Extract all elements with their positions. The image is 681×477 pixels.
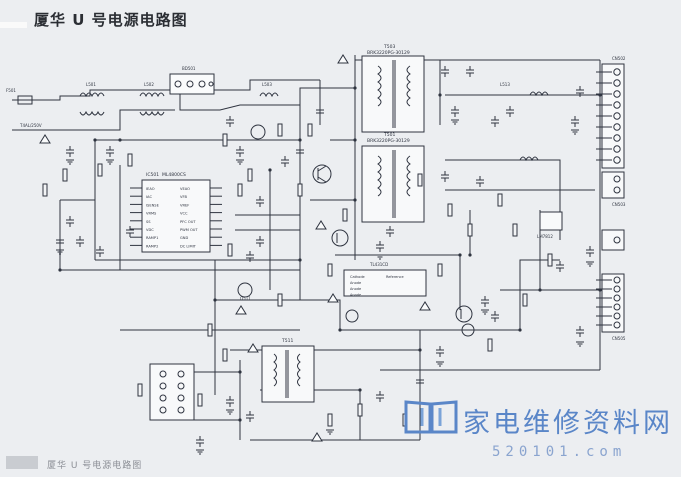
- svg-text:BD501: BD501: [182, 66, 196, 71]
- svg-text:L501: L501: [86, 82, 96, 87]
- page-tab: [0, 22, 27, 28]
- ic501-pin-label: PFC OUT: [180, 220, 196, 224]
- pfc-wire: [179, 87, 355, 111]
- ic501-pin-label: IEAO: [146, 187, 155, 191]
- tl431-pin-label: Cathode: [350, 275, 365, 279]
- svg-text:ML4800CS: ML4800CS: [162, 172, 186, 178]
- svg-text:T503: T503: [383, 44, 395, 50]
- transformer-t511: [261, 345, 315, 403]
- mains-input-wire: [12, 79, 320, 101]
- ic501-pin-label: VCC: [180, 212, 188, 216]
- tl431-pin-label: Anode: [350, 281, 361, 285]
- ic501-pin-label: RAMP2: [146, 244, 158, 248]
- footer-caption: 厦华 U 号电源电路图: [47, 461, 143, 471]
- ic501-pin-label: PWM OUT: [180, 228, 198, 232]
- svg-text:LM7812: LM7812: [537, 234, 553, 239]
- return-wire: [12, 109, 175, 131]
- lm7812-regulator: LM7812: [537, 211, 563, 239]
- connector-bottom: [601, 273, 625, 333]
- tl431-pin-label: Anode: [350, 293, 361, 297]
- ic501-pin-label: VEAO: [180, 187, 190, 191]
- svg-text:F501: F501: [6, 88, 16, 93]
- ic501-pin-label: DC LIMIT: [180, 244, 197, 248]
- svg-text:CN503: CN503: [612, 202, 626, 207]
- svg-text:T501: T501: [383, 132, 395, 138]
- svg-text:IC501: IC501: [146, 172, 159, 178]
- ic501-pin-label: VDC: [146, 228, 154, 232]
- tl431-chip: TL431CD: [343, 262, 427, 297]
- svg-text:Q511: Q511: [240, 296, 251, 301]
- ic501-pin-label: VRMS: [146, 212, 157, 216]
- svg-text:T511: T511: [281, 338, 293, 344]
- svg-text:L502: L502: [144, 82, 154, 87]
- tl431-pin-label: Anode: [350, 287, 361, 291]
- connector-mid: [601, 229, 625, 251]
- ic501-pin-label: ISENSE: [146, 203, 160, 207]
- ic501-pin-label: IAC: [146, 195, 152, 199]
- bridge-rectifier: [169, 73, 215, 95]
- svg-text:CN502: CN502: [612, 56, 626, 61]
- ic-8pin-bottom: [149, 363, 195, 421]
- fuse-symbol: [17, 95, 33, 105]
- line-filter-inductors: [79, 91, 549, 162]
- watermark-site: 520101.com: [492, 444, 627, 460]
- svg-text:CN505: CN505: [612, 336, 626, 341]
- ic501-pin-label: VREF: [180, 203, 189, 207]
- footer-stamp: [6, 456, 38, 469]
- ic501-pin-label: VFB: [180, 195, 188, 199]
- page-title: 厦华 U 号电源电路图: [34, 11, 188, 29]
- watermark-book-icon: [404, 400, 458, 434]
- transistors: [237, 124, 475, 337]
- ic501-chip: IC501 ML4800CS: [141, 172, 211, 253]
- warning-triangle-icons: [39, 54, 431, 442]
- ic501-pin-label: SS: [146, 220, 151, 224]
- svg-text:L513: L513: [500, 82, 510, 87]
- connector-right: [601, 171, 625, 199]
- svg-text:BRK3220PG-30129: BRK3220PG-30129: [367, 138, 410, 144]
- watermark-text: 家电维修资料网: [463, 408, 673, 439]
- tl431-pin-label: Reference: [386, 275, 404, 279]
- svg-text:BRK3220PG-30129: BRK3220PG-30129: [367, 50, 410, 56]
- svg-text:T4AL/250V: T4AL/250V: [19, 123, 42, 128]
- svg-text:L503: L503: [262, 82, 272, 87]
- ic501-pin-label: RAMP1: [146, 236, 158, 240]
- svg-text:TL431CD: TL431CD: [369, 262, 388, 267]
- ic501-pin-label: GND: [180, 236, 188, 240]
- transformer-t503: [361, 55, 425, 133]
- transformer-t501: [361, 145, 425, 223]
